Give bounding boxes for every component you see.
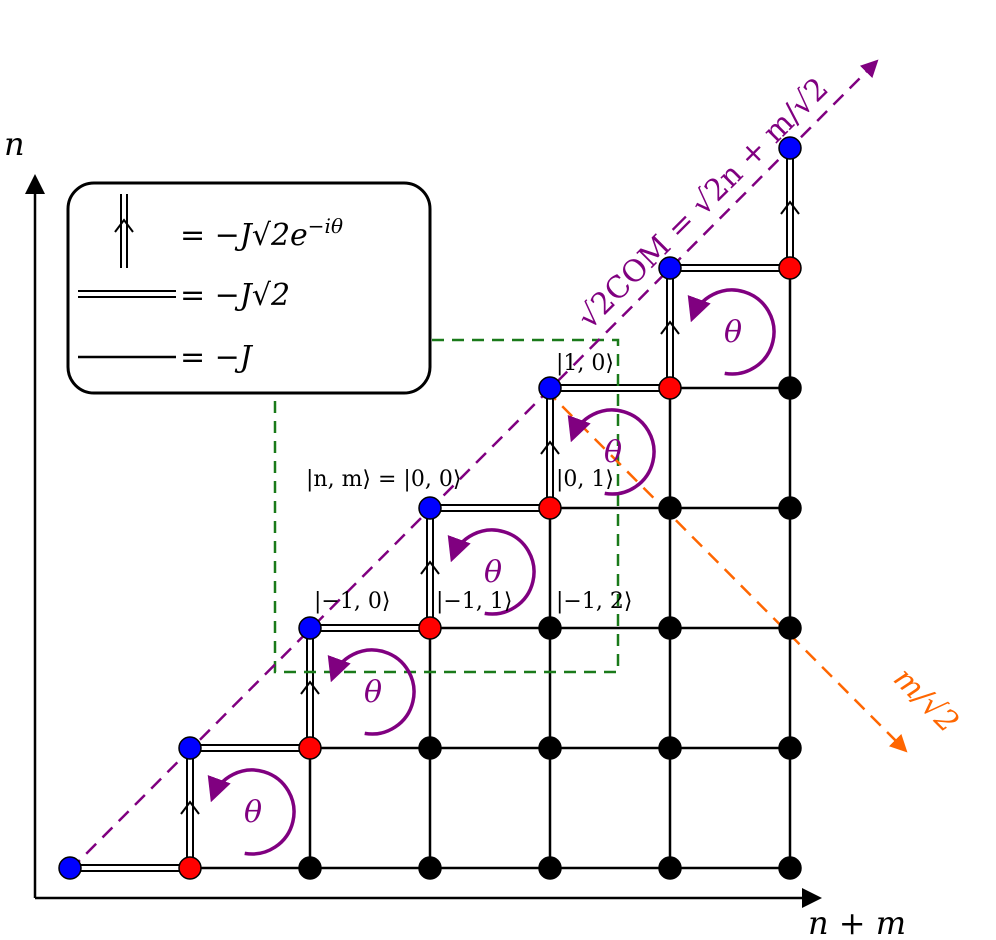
flux-arrow — [207, 768, 296, 856]
phase-hop-arrow — [540, 440, 560, 455]
legend-double-hop-label: = −J√2 — [180, 278, 290, 313]
flux-plaquette: θ — [447, 528, 536, 616]
bulk-site — [538, 736, 562, 760]
off-diagonal-site — [298, 736, 322, 760]
phase-hop-arrow — [180, 800, 200, 815]
flux-plaquette: θ — [687, 288, 776, 376]
off-diagonal-site — [658, 376, 682, 400]
flux-plaquette: θ — [327, 648, 416, 736]
legend-double-hop-symbol — [78, 290, 176, 298]
flux-label: θ — [724, 315, 742, 350]
ket-minus-one-one: |−1, 1⟩ — [436, 589, 512, 614]
off-diagonal-site — [538, 496, 562, 520]
diagonal-site — [298, 616, 322, 640]
legend-single-hop-label: = −J — [180, 340, 254, 375]
diagonal-site — [778, 136, 802, 160]
bulk-site — [778, 496, 802, 520]
flux-label: θ — [484, 555, 502, 590]
flux-arrow — [687, 288, 776, 376]
legend-phase-hop-label: = −J√2e−iθ — [180, 214, 343, 253]
bulk-site — [778, 856, 802, 880]
bulk-site — [778, 376, 802, 400]
phase-hop-arrow — [300, 680, 320, 695]
phase-hop-arrow — [780, 200, 800, 215]
flux-label: θ — [364, 675, 382, 710]
flux-arrow — [327, 648, 416, 736]
diagonal-site — [658, 256, 682, 280]
legend-box: = −J√2e−iθ = −J√2 = −J — [66, 181, 432, 395]
ket-origin: |n, m⟩ = |0, 0⟩ — [306, 467, 461, 492]
bulk-site — [418, 736, 442, 760]
ket-minus-one-zero: |−1, 0⟩ — [314, 589, 390, 614]
ket-zero-one: |0, 1⟩ — [556, 467, 614, 492]
flux-plaquette: θ — [567, 408, 656, 496]
phase-hop-arrow — [660, 320, 680, 335]
bulk-site — [778, 616, 802, 640]
relative-axis-label: m/√2 — [886, 661, 965, 740]
flux-arrow — [567, 408, 656, 496]
off-diagonal-site — [778, 256, 802, 280]
bulk-site — [538, 616, 562, 640]
bulk-site — [778, 736, 802, 760]
com-axis-label: √2COM = √2n + m/√2 — [571, 71, 836, 336]
off-diagonal-site — [418, 616, 442, 640]
diagonal-site — [58, 856, 82, 880]
diagonal-site — [178, 736, 202, 760]
relative-axis — [545, 389, 908, 753]
bulk-site — [658, 616, 682, 640]
com-axis — [69, 59, 879, 871]
x-axis-label: n + m — [808, 904, 906, 940]
off-diagonal-site — [178, 856, 202, 880]
flux-arrow — [447, 528, 536, 616]
bulk-site — [658, 856, 682, 880]
special-bonds — [70, 148, 800, 872]
legend-phase-hop-symbol — [114, 194, 134, 268]
phase-hop-arrow — [420, 560, 440, 575]
diagonal-site — [418, 496, 442, 520]
bulk-site — [538, 856, 562, 880]
flux-arrows: θ θ θ θ θ — [207, 288, 776, 856]
flux-plaquette: θ — [207, 768, 296, 856]
y-axis-label: n — [4, 125, 25, 163]
ket-minus-one-two: |−1, 2⟩ — [556, 589, 632, 614]
bulk-bonds — [190, 268, 792, 870]
diagonal-site — [538, 376, 562, 400]
flux-label: θ — [244, 795, 262, 830]
bulk-site — [418, 856, 442, 880]
bulk-site — [658, 736, 682, 760]
unit-cell-box — [273, 338, 620, 674]
ket-one-zero: |1, 0⟩ — [556, 351, 614, 376]
bulk-site — [658, 496, 682, 520]
lattice-sites — [58, 136, 802, 880]
bulk-site — [298, 856, 322, 880]
flux-label: θ — [604, 435, 622, 470]
